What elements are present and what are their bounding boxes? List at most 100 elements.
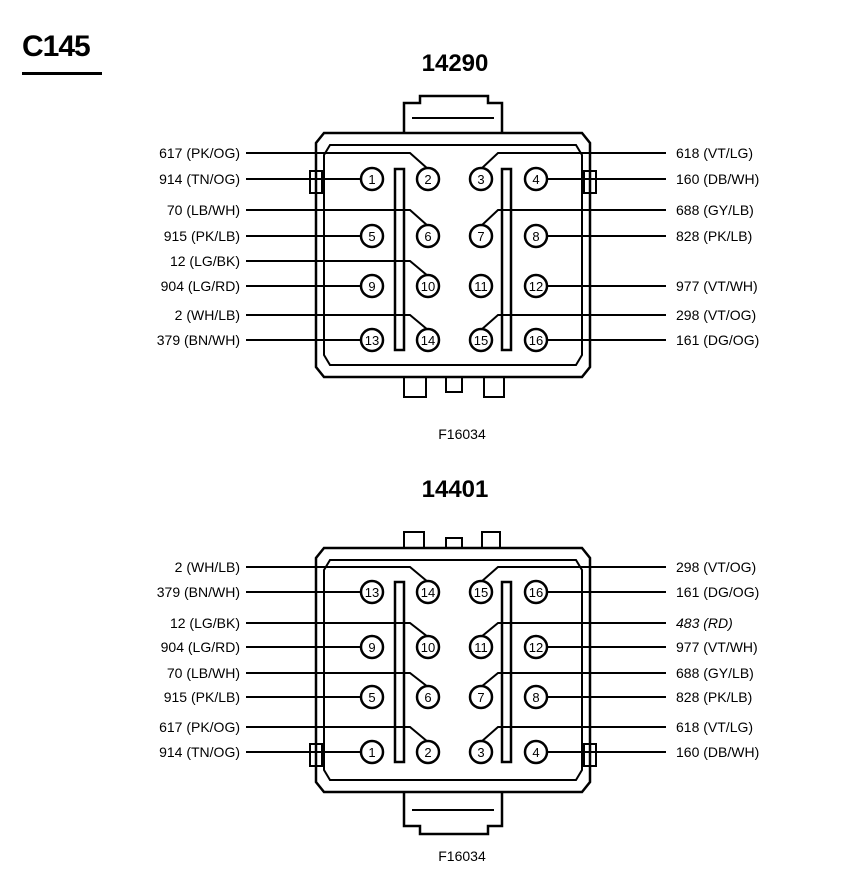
bottom-tab-mid (445, 377, 463, 393)
leader-line (480, 726, 666, 743)
connector-housing (309, 94, 597, 398)
leader-line (246, 209, 429, 227)
pin-13: 13 (246, 579, 385, 605)
pin-6: 6 (246, 672, 441, 710)
pin-circle (415, 327, 441, 353)
leader-line (246, 672, 429, 688)
pin-circle (468, 327, 494, 353)
wire-label-pin-12: 977 (VT/WH) (676, 639, 758, 655)
figure-id: F16034 (438, 848, 486, 864)
pin-circle (359, 739, 385, 765)
leader-line (246, 622, 429, 638)
wire-label-pin-4: 160 (DB/WH) (676, 171, 760, 187)
wire-label-pin-10: 12 (LG/BK) (169, 253, 240, 269)
pin-11: 11 (468, 273, 494, 299)
leader-line (480, 314, 666, 331)
divider-bar-right (500, 167, 513, 352)
pin-11: 11 (468, 622, 666, 660)
wire-label-pin-1: 914 (TN/OG) (159, 744, 240, 760)
pin-14: 14 (246, 566, 441, 605)
pin-15: 15 (468, 314, 666, 353)
page-title: C145 (22, 30, 91, 63)
pin-number: 15 (474, 333, 488, 348)
wire-label-pin-15: 298 (VT/OG) (676, 307, 757, 323)
top-tab-mid (445, 537, 463, 548)
pin-number: 9 (368, 640, 375, 655)
pin-circle (468, 634, 494, 660)
wire-label-pin-4: 160 (DB/WH) (676, 744, 760, 760)
pin-number: 3 (477, 745, 484, 760)
pin-number: 5 (368, 690, 375, 705)
pin-number: 6 (424, 690, 431, 705)
pin-circle (523, 634, 549, 660)
pin-12: 12 (523, 634, 666, 660)
pin-number: 13 (365, 585, 379, 600)
pin-circle (415, 166, 441, 192)
leader-line (480, 209, 666, 227)
pin-circle (523, 579, 549, 605)
pin-number: 2 (424, 745, 431, 760)
pin-circle (359, 684, 385, 710)
pin-3: 3 (468, 726, 666, 765)
pin-10: 10 (246, 622, 441, 660)
pin-number: 10 (421, 279, 435, 294)
top-tab-right (481, 531, 501, 548)
wire-label-pin-3: 618 (VT/LG) (676, 145, 754, 161)
housing-inner (323, 144, 583, 366)
connector-housing (309, 531, 597, 836)
pin-circle (415, 273, 441, 299)
wire-label-pin-13: 379 (BN/WH) (156, 332, 240, 348)
pin-circle (415, 684, 441, 710)
pin-circle (359, 273, 385, 299)
key-tab (402, 792, 504, 836)
wire-label-pin-2: 617 (PK/OG) (159, 719, 240, 735)
pin-7: 7 (468, 209, 666, 249)
pin-16: 16 (523, 327, 666, 353)
housing-outline (314, 546, 592, 794)
wire-label-pin-16: 161 (DG/OG) (676, 584, 760, 600)
pin-9: 9 (246, 273, 385, 299)
pin-number: 12 (529, 279, 543, 294)
pin-circle (468, 579, 494, 605)
connector-part-number: 14401 (421, 476, 489, 503)
pin-circle (359, 579, 385, 605)
pin-circle (523, 684, 549, 710)
leader-line (246, 726, 429, 743)
pin-circle (468, 166, 494, 192)
right-latch (583, 170, 597, 194)
pin-number: 8 (532, 229, 539, 244)
pin-8: 8 (523, 223, 666, 249)
pin-15: 15 (468, 566, 666, 605)
pin-number: 1 (368, 172, 375, 187)
wire-label-pin-9: 904 (LG/RD) (160, 639, 240, 655)
pin-number: 6 (424, 229, 431, 244)
bottom-tab-right (483, 377, 505, 398)
wire-label-pin-6: 70 (LB/WH) (166, 665, 240, 681)
wire-label-pin-14: 2 (WH/LB) (174, 559, 240, 575)
pin-number: 4 (532, 745, 539, 760)
pin-number: 10 (421, 640, 435, 655)
leader-line (480, 672, 666, 688)
leader-line (246, 566, 429, 583)
top-tab-left (403, 531, 425, 548)
wire-label-pin-9: 904 (LG/RD) (160, 278, 240, 294)
pin-number: 16 (529, 333, 543, 348)
pin-circle (523, 166, 549, 192)
pin-13: 13 (246, 327, 385, 353)
wire-label-pin-2: 617 (PK/OG) (159, 145, 240, 161)
pin-number: 16 (529, 585, 543, 600)
key-tab (402, 94, 504, 133)
pin-number: 14 (421, 333, 435, 348)
pin-circle (359, 166, 385, 192)
connector-part-number: 14290 (421, 50, 489, 77)
left-latch (309, 743, 323, 767)
pin-circle (415, 223, 441, 249)
wire-label-pin-10: 12 (LG/BK) (169, 615, 240, 631)
pin-number: 9 (368, 279, 375, 294)
right-latch (583, 743, 597, 767)
pin-circle (359, 327, 385, 353)
leader-line (480, 152, 666, 170)
divider-bar-left (393, 167, 406, 352)
